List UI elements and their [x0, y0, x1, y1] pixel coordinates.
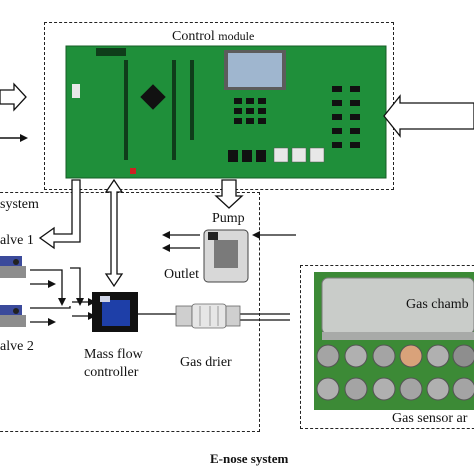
- gas-drier-label: Gas drier: [180, 355, 232, 370]
- sensor-module-box: [300, 265, 474, 429]
- figure-caption: E-nose system: [210, 451, 289, 466]
- control-module-label-main: Control: [172, 29, 215, 44]
- gas-drier-image: [175, 303, 241, 329]
- valve-1-image: [0, 256, 26, 278]
- gas-flow-lines: [30, 234, 296, 323]
- data-transfer-arrows: [0, 82, 474, 288]
- mass-flow-label-line2: controller: [84, 365, 139, 380]
- gas-flow-system-box: [0, 192, 260, 432]
- gas-sensor-array-label: Gas sensor ar: [392, 411, 468, 426]
- mass-flow-label-line1: Mass flow: [84, 347, 143, 362]
- valve-2-label: alve 2: [0, 339, 34, 354]
- mass-flow-controller-image: [92, 292, 138, 332]
- left-line-arrow: [0, 134, 28, 142]
- valve-2-image: [0, 305, 26, 327]
- system-fragment-label: system: [0, 197, 39, 212]
- gas-chamber-label: Gas chamb: [406, 297, 469, 312]
- control-module-label-sub: module: [218, 29, 255, 43]
- control-board-image: [65, 45, 387, 179]
- pump-label: Pump: [212, 211, 245, 226]
- sensor-array-image: [314, 272, 474, 410]
- pump-image: [203, 229, 249, 283]
- valve-1-label: alve 1: [0, 233, 34, 248]
- control-module-label: Control module: [172, 30, 254, 44]
- outlet-label: Outlet: [164, 267, 199, 282]
